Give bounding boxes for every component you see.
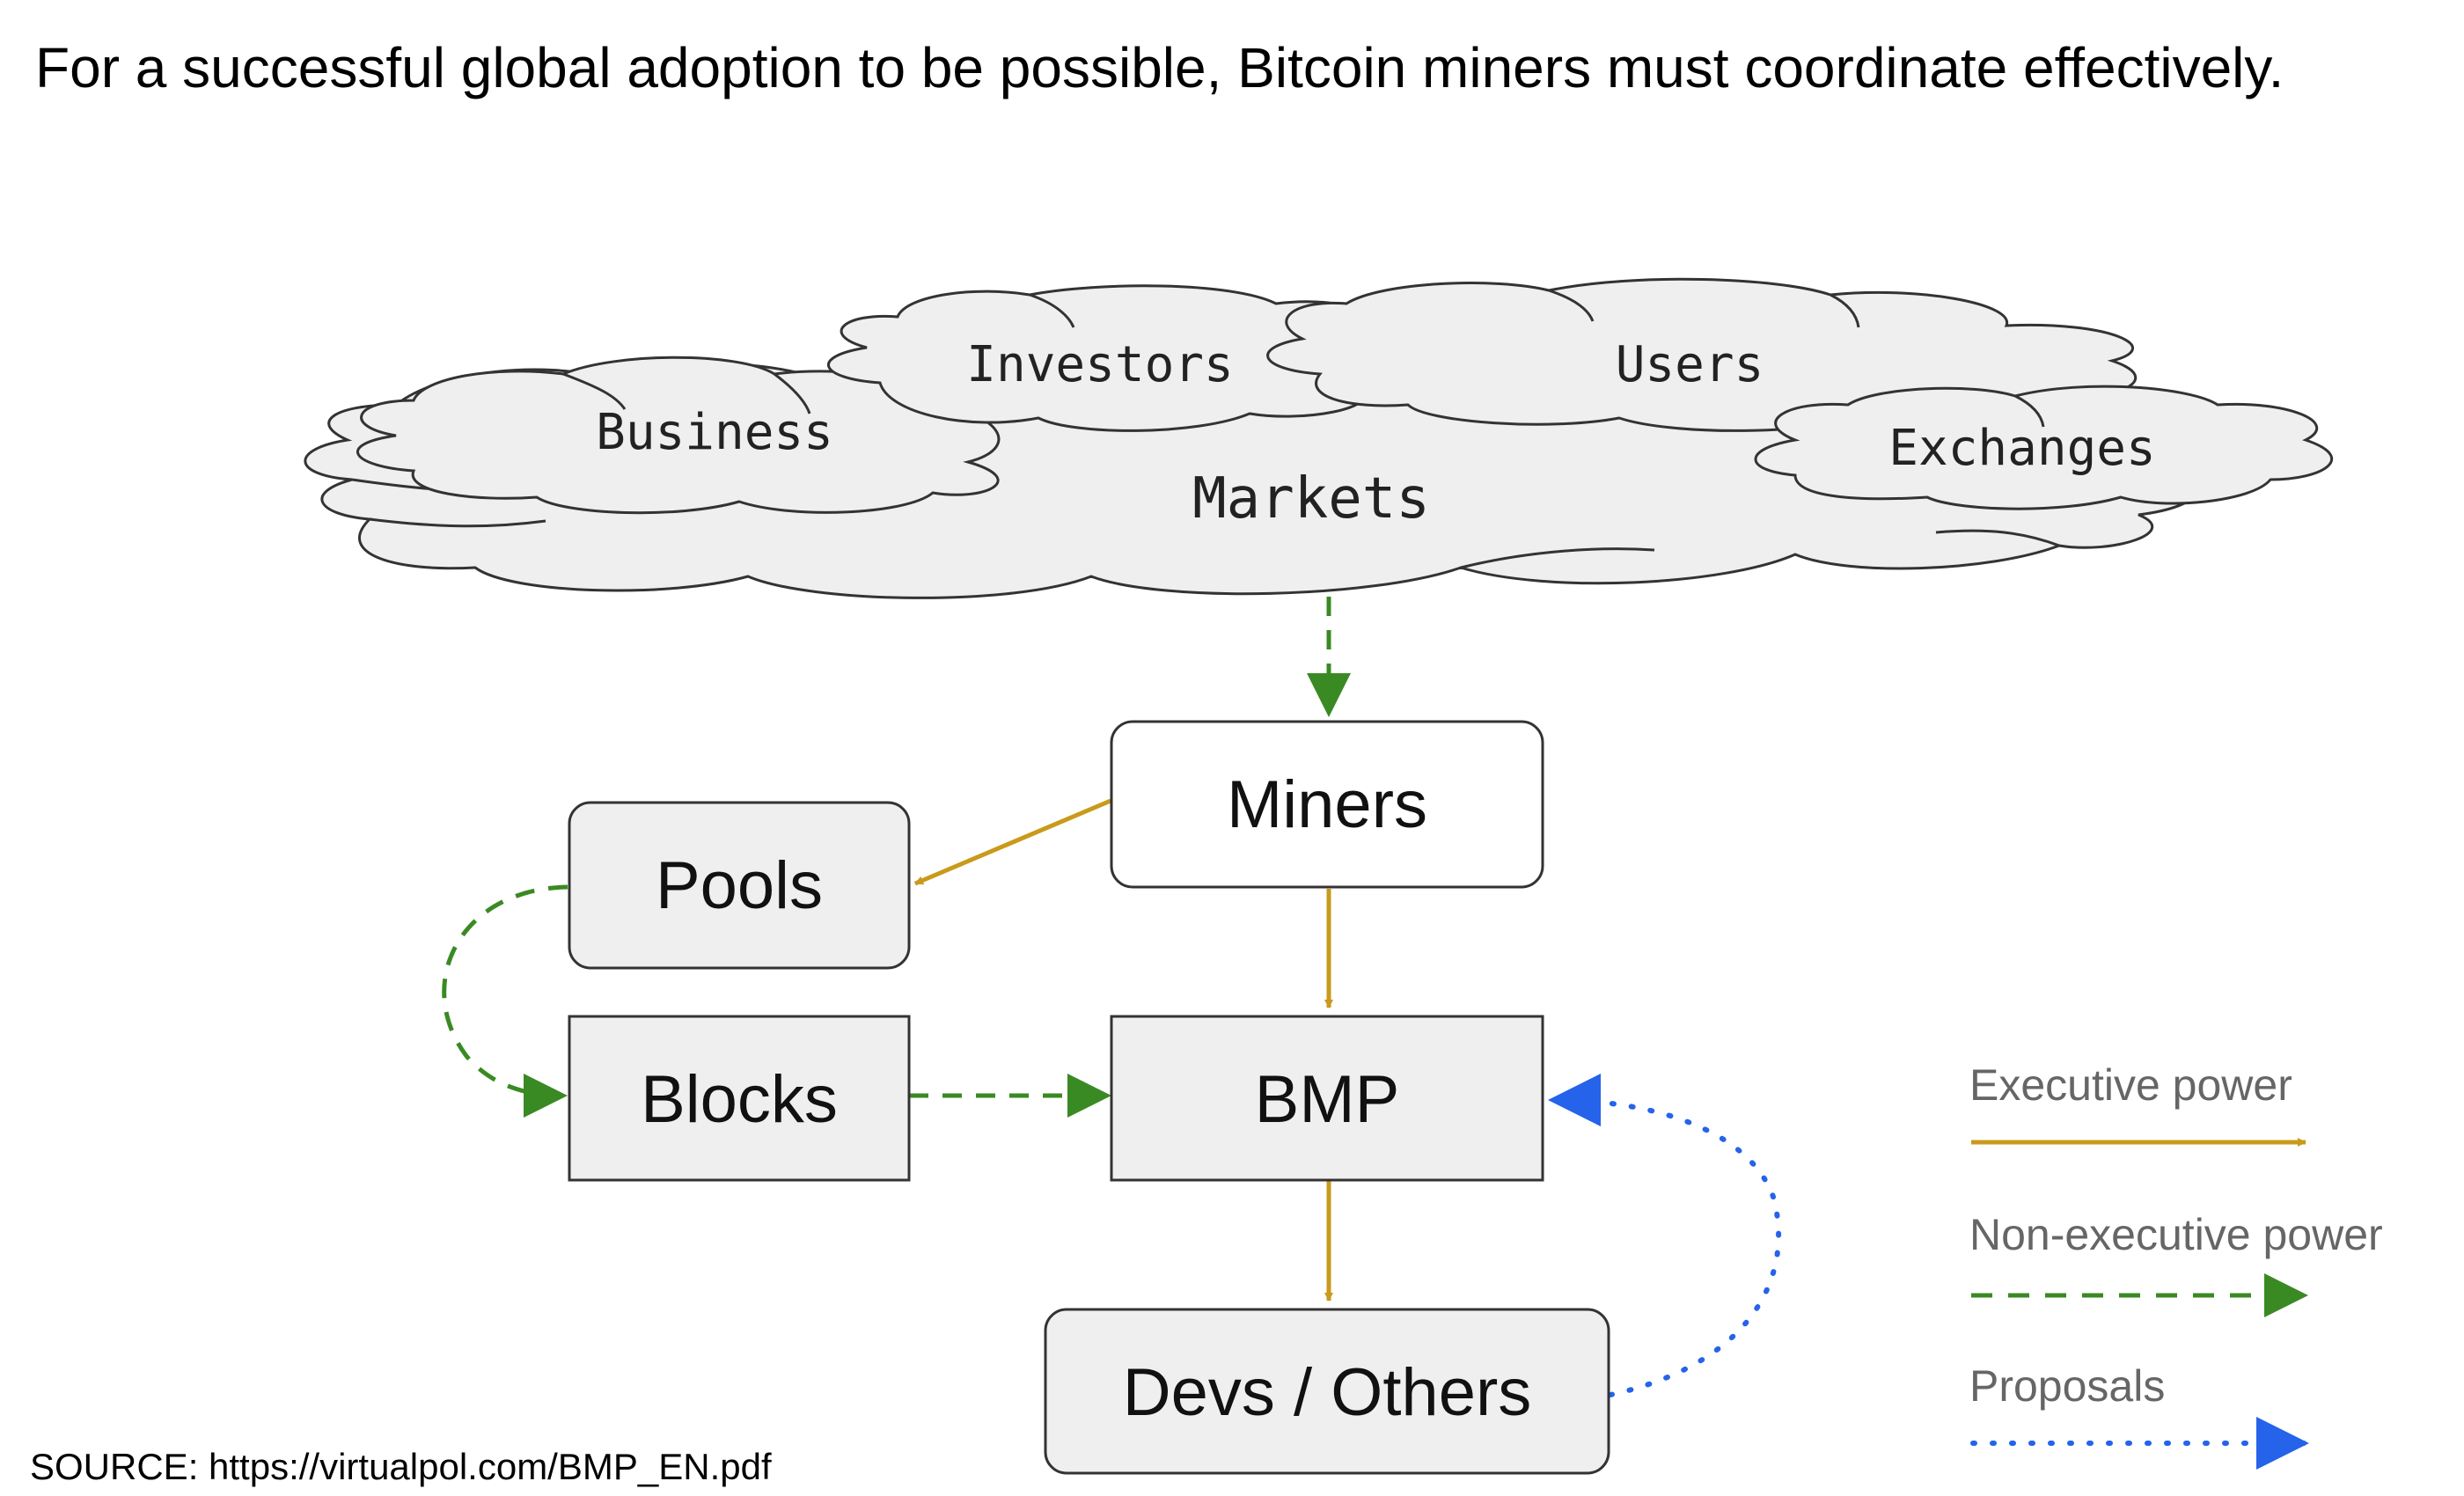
legend-label-proposals: Proposals [1969,1361,2165,1411]
cloud-label-business: Business [596,404,833,461]
legend-label-non-executive: Non-executive power [1969,1210,2383,1259]
headline: For a successful global adoption to be p… [35,36,2284,99]
legend: Executive power Non-executive power Prop… [1969,1060,2383,1470]
node-bmp: BMP [1110,1015,1544,1182]
node-label-pools: Pools [656,848,823,923]
node-devs: Devs / Others [1044,1308,1610,1475]
cloud-label-markets: Markets [1192,466,1430,532]
cloud-label-exchanges: Exchanges [1888,420,2155,477]
source-citation: SOURCE: https://virtualpol.com/BMP_EN.pd… [30,1446,772,1487]
node-label-devs: Devs / Others [1123,1355,1532,1430]
node-blocks: Blocks [568,1015,911,1182]
node-label-miners: Miners [1227,767,1427,842]
cloud-exchanges: Exchanges [1754,385,2334,510]
arrow-pools-to-blocks [442,884,568,1118]
arrow-devs-to-bmp [1548,1074,1782,1397]
node-label-bmp: BMP [1255,1062,1400,1137]
node-pools: Pools [568,801,911,970]
arrow-miners-to-pools [914,798,1111,886]
node-miners: Miners [1110,720,1544,889]
cloud-label-investors: Investors [966,336,1233,393]
cloud-label-users: Users [1616,336,1764,393]
legend-label-executive: Executive power [1969,1060,2292,1110]
node-label-blocks: Blocks [641,1062,838,1137]
cloud-investors: Investors [827,284,1410,432]
